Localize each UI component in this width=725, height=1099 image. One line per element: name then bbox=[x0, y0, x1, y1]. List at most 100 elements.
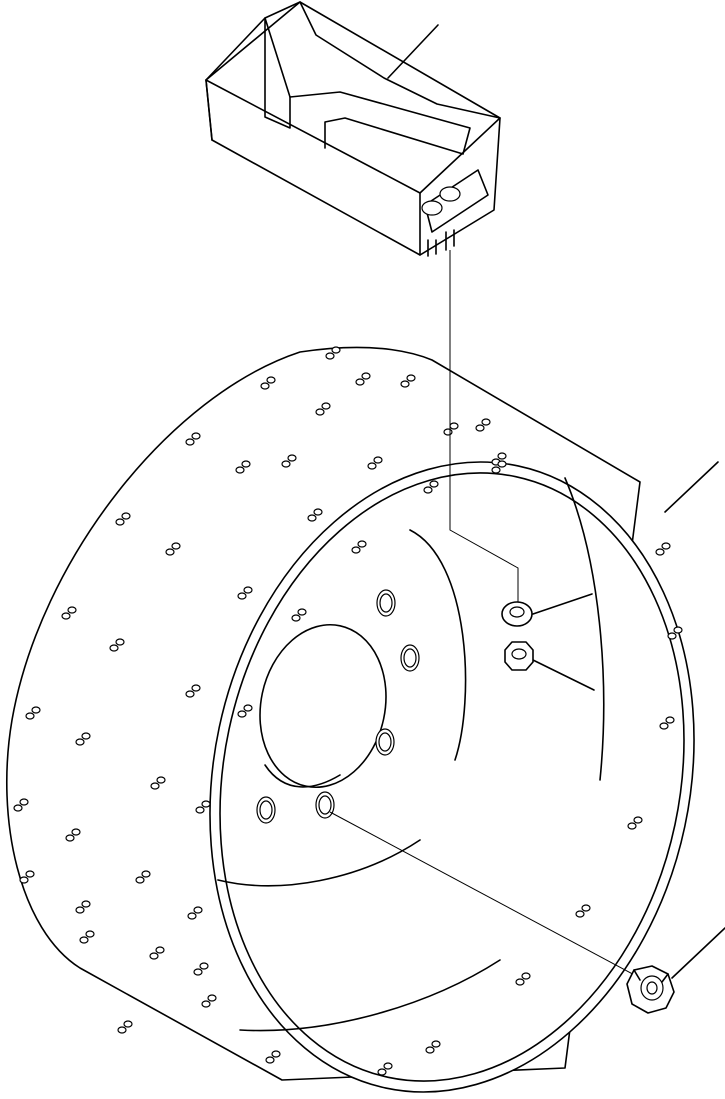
nut-small-hole bbox=[511, 648, 527, 660]
assembly-line-nut bbox=[329, 811, 641, 979]
perforation-hole bbox=[201, 1000, 211, 1008]
perforation-hole bbox=[659, 722, 669, 730]
perforation-hole bbox=[383, 1062, 393, 1070]
perforation-hole bbox=[75, 738, 85, 746]
perforation-hole bbox=[423, 486, 433, 494]
perforation-hole bbox=[627, 822, 637, 830]
perforation-hole bbox=[673, 626, 683, 634]
perforation-hole bbox=[321, 402, 331, 410]
drum-inner-wall-lower bbox=[217, 839, 421, 887]
perforation-hole bbox=[193, 906, 203, 914]
block-stud-1 bbox=[427, 239, 437, 257]
perforation-hole bbox=[235, 466, 245, 474]
perforation-hole bbox=[475, 424, 485, 432]
block-slot bbox=[424, 169, 489, 233]
perforation-hole bbox=[149, 952, 159, 960]
perforation-hole bbox=[123, 1020, 133, 1028]
block-side-edge bbox=[205, 79, 213, 141]
perforation-hole bbox=[667, 632, 677, 640]
perforation-hole bbox=[315, 408, 325, 416]
perforation-hole bbox=[79, 936, 89, 944]
perforation-hole bbox=[115, 518, 125, 526]
block-top-face bbox=[205, 1, 501, 194]
assembly-line-block bbox=[449, 250, 519, 610]
wheel-drum bbox=[6, 346, 695, 1093]
perforation-hole bbox=[661, 542, 671, 550]
bolt-hole-inner bbox=[318, 795, 332, 815]
perforation-hole bbox=[155, 946, 165, 954]
perforation-hole bbox=[497, 452, 507, 460]
drum-inner-wall-top bbox=[409, 529, 467, 761]
perforation-hole bbox=[297, 608, 307, 616]
perforation-hole bbox=[187, 912, 197, 920]
perforation-hole bbox=[171, 542, 181, 550]
perforation-hole bbox=[429, 480, 439, 488]
perforation-hole bbox=[266, 376, 276, 384]
assembly-lines bbox=[329, 24, 725, 979]
block-stud-head bbox=[421, 200, 443, 216]
bolt-hole-inner bbox=[378, 732, 392, 752]
washer-hole bbox=[509, 606, 525, 618]
perforation-hole bbox=[431, 1040, 441, 1048]
perforation-hole bbox=[655, 548, 665, 556]
perforation-hole bbox=[185, 438, 195, 446]
perforation-hole bbox=[121, 512, 131, 520]
perforation-hole bbox=[193, 968, 203, 976]
perforation-hole bbox=[191, 684, 201, 692]
perforation-hole bbox=[515, 978, 525, 986]
perforation-hole bbox=[109, 644, 119, 652]
perforation-hole bbox=[75, 906, 85, 914]
hub-bolt-holes bbox=[256, 589, 420, 824]
perforation-hole bbox=[307, 514, 317, 522]
wear-block bbox=[205, 1, 501, 257]
drum-inner-bottom bbox=[239, 959, 501, 1032]
perforation-hole bbox=[117, 1026, 127, 1034]
perforation-hole bbox=[665, 716, 675, 724]
perforation-hole bbox=[581, 904, 591, 912]
perforation-hole bbox=[71, 828, 81, 836]
perforation-hole bbox=[281, 460, 291, 468]
bolt-hole-inner bbox=[379, 593, 393, 613]
nut-small bbox=[504, 641, 534, 671]
perforation-hole bbox=[265, 1056, 275, 1064]
drum-rim-inner bbox=[219, 472, 685, 1082]
drum-inner-arc-right bbox=[564, 477, 605, 781]
perforation-hole bbox=[443, 428, 453, 436]
perforation-hole bbox=[115, 638, 125, 646]
nut-large-chamfer bbox=[633, 969, 669, 983]
perforation-hole bbox=[287, 454, 297, 462]
perforation-hole bbox=[135, 876, 145, 884]
perforation-hole bbox=[19, 876, 29, 884]
perforation-hole bbox=[165, 548, 175, 556]
perforation-hole bbox=[271, 1050, 281, 1058]
perforation-hole bbox=[377, 1068, 387, 1076]
perforation-hole bbox=[19, 798, 29, 806]
perforation-hole bbox=[291, 614, 301, 622]
callout-nut-small bbox=[532, 659, 595, 691]
block-groove bbox=[264, 17, 291, 129]
perforation-hole bbox=[331, 346, 341, 354]
callout-block bbox=[387, 24, 439, 79]
perforation-hole bbox=[367, 462, 377, 470]
perforation-hole bbox=[633, 816, 643, 824]
perforation-hole bbox=[150, 782, 160, 790]
block-groove-2 bbox=[289, 91, 471, 155]
perforation-hole bbox=[201, 800, 211, 808]
perforation-hole bbox=[13, 804, 23, 812]
perforation-hole bbox=[199, 962, 209, 970]
bolt-hole-inner bbox=[259, 800, 273, 820]
callout-drum bbox=[664, 461, 719, 513]
perforation-hole bbox=[237, 592, 247, 600]
perforation-hole bbox=[575, 910, 585, 918]
perforation-hole bbox=[141, 870, 151, 878]
perforation-hole bbox=[61, 612, 71, 620]
perforation-hole bbox=[243, 704, 253, 712]
perforation-hole bbox=[351, 546, 361, 554]
perforation-hole bbox=[25, 712, 35, 720]
perforation-hole bbox=[449, 422, 459, 430]
nut-large bbox=[626, 965, 675, 1014]
perforation-hole bbox=[25, 870, 35, 878]
perforation-hole bbox=[207, 994, 217, 1002]
perforation-hole bbox=[156, 776, 166, 784]
